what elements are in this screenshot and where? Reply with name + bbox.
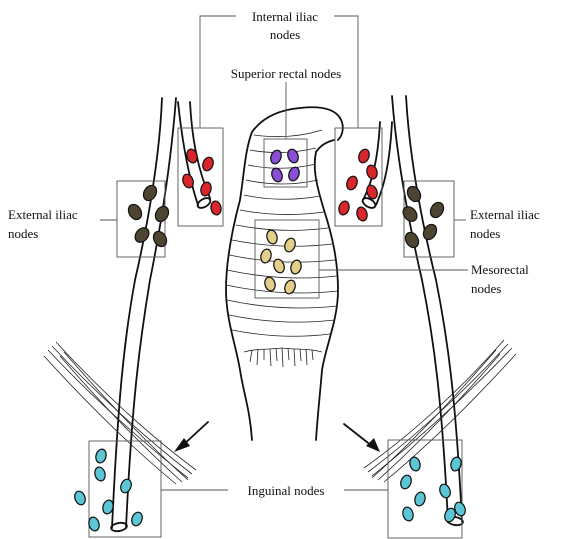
lymph-node (265, 229, 278, 245)
rectal-folds (226, 130, 338, 336)
lymph-node (259, 248, 272, 264)
anal-columns (244, 348, 322, 367)
lymph-node (399, 474, 413, 491)
internal-iliac-nodes-left (178, 128, 223, 226)
lymph-node (93, 466, 106, 482)
lymph-node (94, 448, 107, 464)
external-iliac-nodes-left (117, 181, 171, 257)
arrow-down-left-icon (174, 422, 208, 452)
lymph-node (286, 148, 300, 165)
lymph-node (400, 204, 419, 224)
external-iliac-left-label-line1: External iliac (8, 207, 78, 222)
lymph-node (130, 511, 144, 528)
arrow-down-right-icon (344, 424, 380, 452)
rectum (226, 107, 343, 440)
lymph-node (365, 164, 378, 180)
external-iliac-right-label-line1: External iliac (470, 207, 540, 222)
lymph-node (272, 258, 286, 275)
lymph-node (73, 490, 87, 507)
lymph-node (132, 225, 151, 245)
lymph-node (449, 456, 462, 472)
internal-iliac-label-line1: Internal iliac (252, 9, 318, 24)
mesorectal-nodes (255, 220, 319, 298)
external-iliac-left-label-line2: nodes (8, 226, 38, 241)
lymph-node (269, 149, 283, 166)
lymph-node (337, 200, 350, 216)
lymph-node (201, 156, 215, 173)
lymph-node (283, 237, 297, 254)
lymph-node (403, 230, 421, 250)
internal-iliac-nodes-right (335, 128, 382, 226)
lymph-node (289, 259, 302, 275)
lymph-node (210, 200, 222, 216)
lymph-node (413, 491, 426, 507)
lymph-node (126, 202, 144, 222)
lymph-node (345, 175, 359, 192)
superior-rectal-nodes (264, 139, 307, 187)
lymph-node (270, 167, 284, 184)
lymph-node (357, 148, 371, 165)
mesorectal-label-line1: Mesorectal (471, 262, 529, 277)
inguinal-label: Inguinal nodes (248, 483, 325, 498)
lymph-node (263, 276, 276, 292)
external-iliac-right-label-line2: nodes (470, 226, 500, 241)
lymph-node (153, 204, 171, 224)
lymph-node (355, 206, 368, 222)
lymph-node (151, 229, 169, 249)
internal-iliac-label-line2: nodes (270, 27, 300, 42)
superior-rectal-label: Superior rectal nodes (231, 66, 341, 81)
lymph-node (199, 181, 212, 197)
labels: Internal iliac nodes Superior rectal nod… (8, 9, 540, 498)
left-inguinal-ligament (44, 342, 196, 484)
mesorectal-label-line2: nodes (471, 281, 501, 296)
lymph-node (119, 478, 133, 495)
lymph-node (408, 456, 421, 472)
lymph-node (401, 506, 414, 522)
lymph-node (405, 184, 423, 204)
lymph-node (438, 483, 452, 500)
lymph-node (428, 200, 446, 220)
lymph-node (141, 183, 159, 203)
inguinal-nodes-right (388, 440, 467, 538)
